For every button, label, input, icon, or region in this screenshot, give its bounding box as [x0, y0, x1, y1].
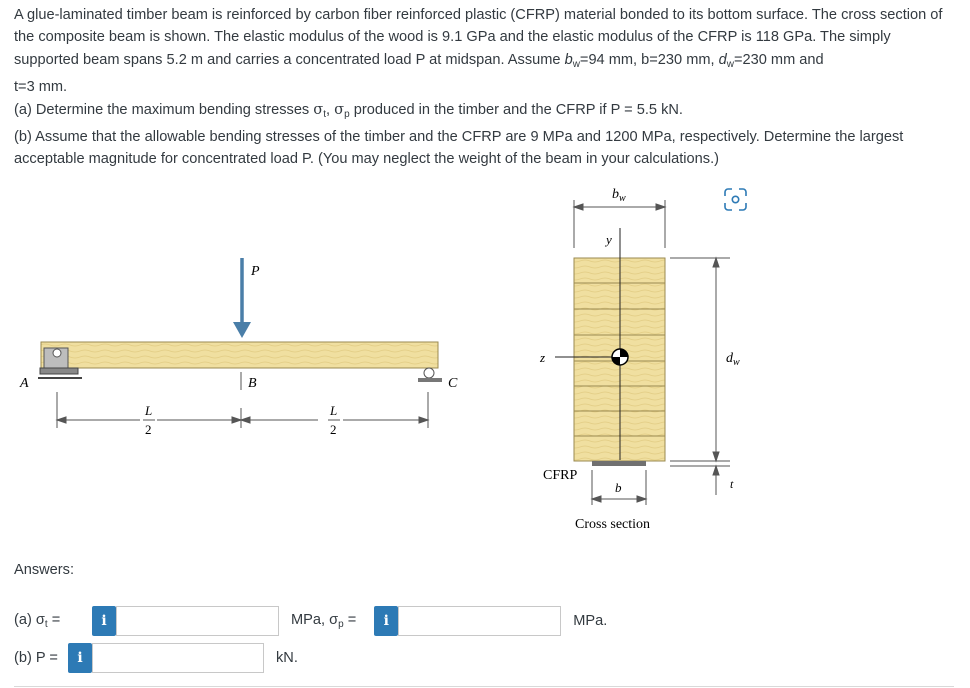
cfrp-strip	[592, 461, 646, 466]
label-l-right: L	[329, 403, 337, 418]
pin-support-a	[38, 347, 82, 379]
label-z: z	[539, 350, 545, 365]
problem-part-a: (a) Determine the maximum bending stress…	[14, 100, 683, 120]
problem-t: t=3 mm.	[14, 79, 68, 96]
label-t: t	[730, 477, 734, 491]
label-cfrp: CFRP	[543, 468, 577, 483]
label-2-left: 2	[145, 422, 152, 437]
info-button-a[interactable]: i	[92, 606, 116, 636]
unit-mpa-sigma-p: MPa, σp =	[291, 612, 357, 630]
unit-kn: kN.	[276, 650, 298, 666]
p-input[interactable]	[92, 643, 264, 673]
label-2-right: 2	[330, 422, 337, 437]
label-p: P	[250, 264, 260, 279]
label-b: B	[248, 376, 257, 391]
cross-section	[555, 228, 666, 466]
answer-row-b: (b) P = i kN.	[14, 643, 298, 673]
roller-support-c	[418, 367, 442, 382]
label-a: A	[19, 376, 29, 391]
unit-mpa: MPa.	[573, 613, 608, 629]
label-c: C	[448, 376, 458, 391]
label-b-width: b	[615, 480, 622, 495]
label-y: y	[604, 232, 612, 247]
problem-part-b: (b) Assume that the allowable bending st…	[14, 129, 904, 168]
section-dimensions	[572, 200, 730, 505]
load-arrow	[233, 258, 251, 338]
answer-row-a: (a) σt = i MPa, σp = i MPa.	[14, 606, 607, 636]
answer-a-label: (a) σt =	[14, 612, 61, 630]
sigma-t-input[interactable]	[116, 606, 279, 636]
answer-b-label: (b) P =	[14, 650, 58, 666]
beam	[40, 341, 439, 369]
label-l-left: L	[144, 403, 152, 418]
problem-intro: A glue-laminated timber beam is reinforc…	[14, 7, 943, 70]
camera-viewfinder-icon[interactable]	[724, 188, 747, 211]
problem-statement: A glue-laminated timber beam is reinforc…	[14, 4, 954, 171]
info-button-a2[interactable]: i	[374, 606, 399, 636]
label-dw: dw	[726, 351, 740, 368]
info-button-b[interactable]: i	[68, 643, 92, 673]
span-dimension	[55, 392, 430, 428]
answers-title: Answers:	[14, 562, 75, 578]
label-bw: bw	[612, 187, 626, 204]
sigma-p-input[interactable]	[398, 606, 562, 636]
beam-figure: P A B C L 2 L 2	[19, 187, 747, 532]
label-cross-section: Cross section	[575, 517, 650, 532]
divider	[14, 686, 954, 687]
